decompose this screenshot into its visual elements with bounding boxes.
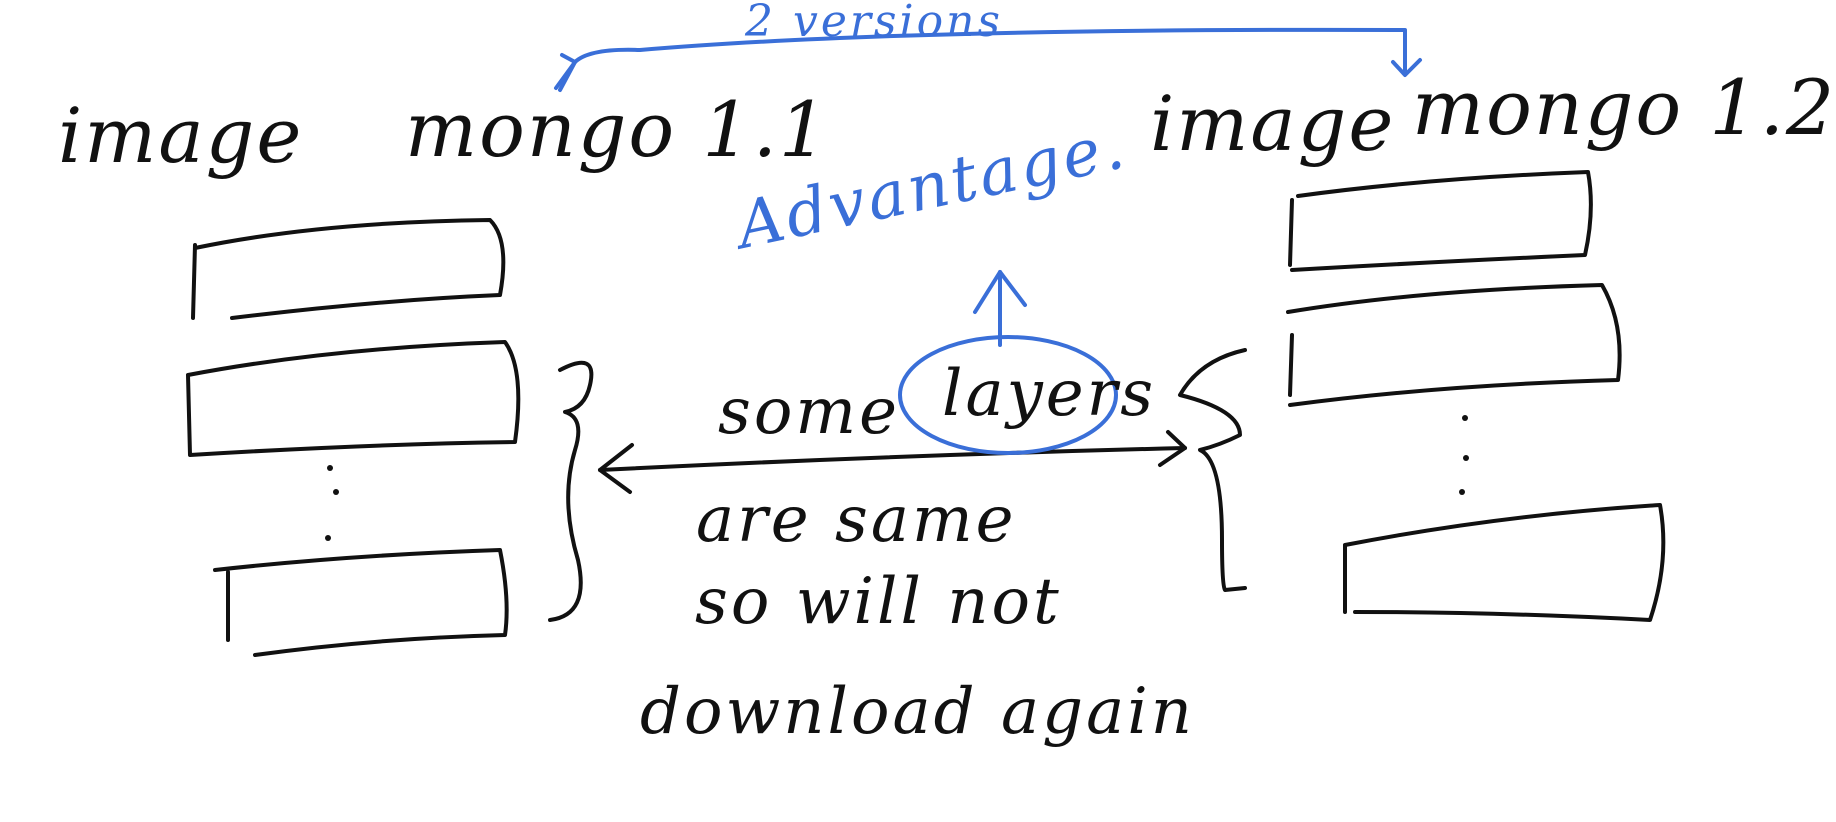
left-image-label: image	[58, 91, 304, 180]
shared-layers-arrow	[598, 446, 1187, 472]
right-brace	[1178, 348, 1247, 592]
left-brace	[548, 360, 594, 622]
versions-left-drop	[558, 60, 577, 92]
circled-word-layers: layers	[942, 357, 1157, 431]
right-ellipsis-dot-2	[1463, 455, 1469, 461]
right-layer-1	[1288, 170, 1593, 272]
versions-label: 2 versions	[745, 0, 1003, 47]
note-line-some: some	[718, 375, 900, 449]
note-line-so-will-not: so will not	[695, 565, 1062, 639]
left-ellipsis-dot-3	[325, 535, 331, 541]
note-line-are-same: are same	[696, 483, 1017, 557]
advantage-arrow-head	[973, 270, 1027, 314]
versions-arrow-head-right	[1391, 58, 1422, 77]
right-layer-2	[1286, 283, 1622, 407]
right-image-name: mongo 1.2	[1412, 63, 1836, 152]
right-layer-3	[1343, 503, 1666, 622]
note-line-download-again: download again	[640, 675, 1195, 749]
left-image-name: mongo 1.1	[405, 85, 830, 174]
right-image-label: image	[1150, 79, 1396, 168]
layers-circle	[898, 335, 1118, 455]
left-layer-3	[213, 548, 509, 657]
shared-arrow-head-right	[1158, 430, 1187, 467]
right-ellipsis-dot-3	[1459, 489, 1465, 495]
left-layer-1	[191, 218, 506, 320]
left-ellipsis-dot-1	[327, 465, 333, 471]
right-ellipsis-dot-1	[1462, 415, 1468, 421]
left-ellipsis-dot-2	[333, 489, 339, 495]
versions-bracket-line	[573, 27, 1407, 72]
left-layer-2	[186, 340, 521, 457]
shared-arrow-head-left	[598, 443, 634, 494]
